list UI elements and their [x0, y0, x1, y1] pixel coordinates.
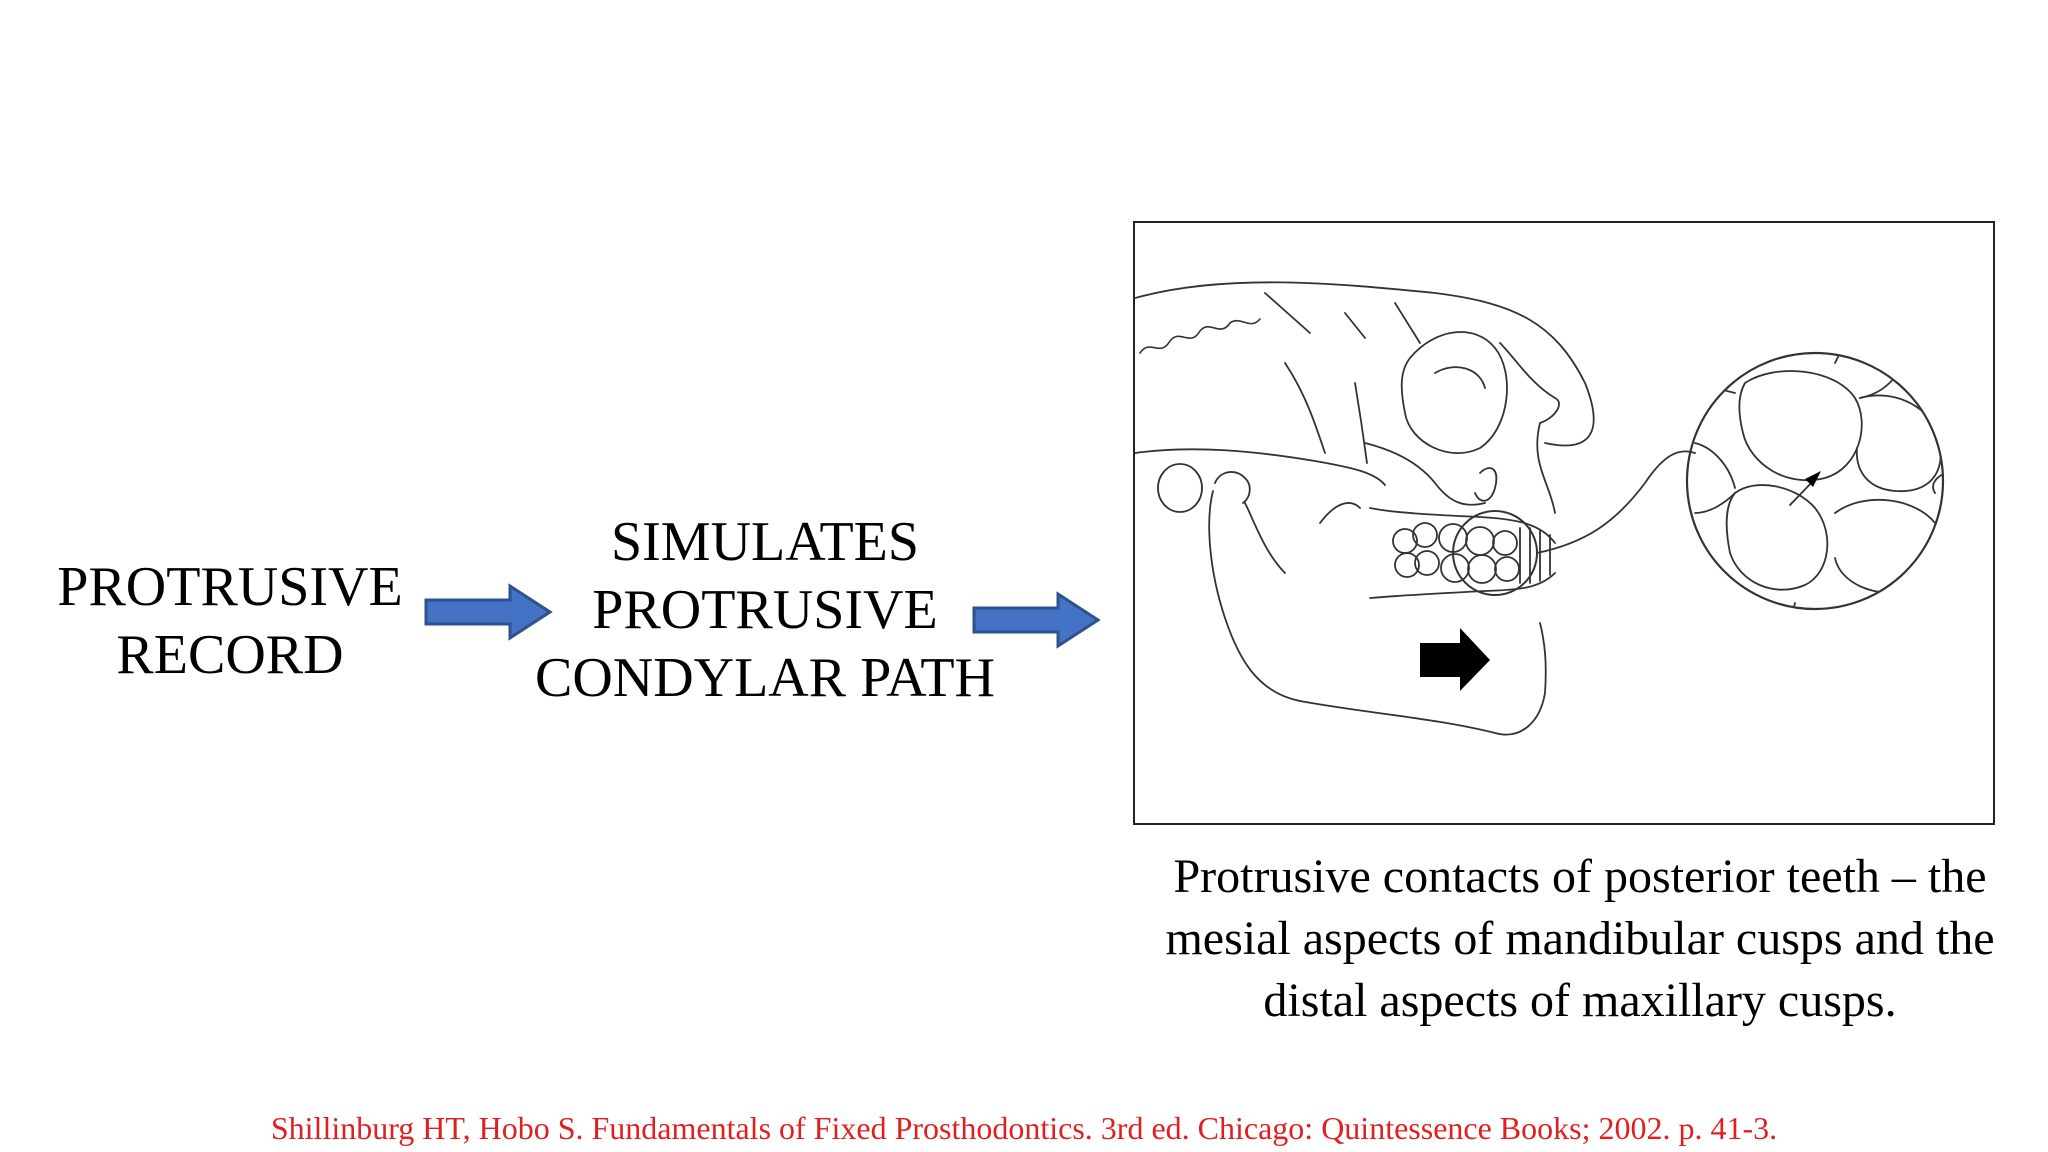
protrusion-direction-arrow-icon — [1420, 628, 1490, 691]
flow-arrow-1-icon — [424, 583, 553, 641]
orbit — [1400, 331, 1508, 454]
mandible-ramus — [1208, 490, 1301, 702]
caption-line-1: Protrusive contacts of posterior teeth –… — [1173, 850, 1987, 903]
step2-line-3: CONDYLAR PATH — [534, 647, 995, 709]
skull-protrusion-illustration — [1135, 281, 1945, 736]
step1-line-1: PROTRUSIVE — [57, 556, 403, 618]
cranial-suture — [1139, 318, 1261, 354]
coronoid-process — [1319, 502, 1361, 524]
step1-line-2: RECORD — [116, 624, 344, 686]
orbit-inner — [1434, 366, 1486, 389]
zygomatic-arch — [1135, 448, 1386, 486]
nasal-bone — [1499, 342, 1560, 514]
step2-line-2: PROTRUSIVE — [592, 579, 938, 641]
maxilla-line — [1369, 507, 1556, 544]
ear-canal — [1157, 463, 1203, 513]
cranial-line — [1264, 292, 1421, 344]
nasal-cavity — [1474, 467, 1498, 502]
magnified-cusps — [1694, 354, 1942, 608]
citation-reference: Shillinburg HT, Hobo S. Fundamentals of … — [270, 1110, 1778, 1146]
cheek-bone — [1364, 442, 1486, 506]
teeth-cluster — [1392, 522, 1551, 584]
mandible-alveolar-line — [1369, 572, 1556, 599]
mandible-inner-ramus — [1244, 502, 1286, 574]
skull-illustration-frame — [1133, 221, 1995, 825]
caption-line-3: distal aspects of maxillary cusps. — [1263, 974, 1897, 1027]
contact-zoom-circle — [1452, 510, 1538, 596]
step-protrusive-record: PROTRUSIVE RECORD — [40, 553, 420, 689]
magnified-cusp-circle — [1685, 351, 1945, 611]
step-simulates-condylar-path: SIMULATES PROTRUSIVE CONDYLAR PATH — [520, 508, 1010, 712]
figure-caption: Protrusive contacts of posterior teeth –… — [1130, 846, 2030, 1032]
sphenoid-line — [1354, 382, 1368, 464]
flow-arrow-2-icon — [972, 591, 1101, 649]
mandible-body — [1299, 622, 1547, 736]
step2-line-1: SIMULATES — [610, 511, 920, 573]
temporal-line — [1284, 362, 1326, 454]
caption-line-2: mesial aspects of mandibular cusps and t… — [1165, 912, 1995, 965]
condyle — [1214, 471, 1251, 504]
cranium-outline — [1135, 281, 1595, 447]
cusp-contact-arrowhead — [1805, 471, 1821, 487]
zoom-connector-line — [1536, 450, 1696, 554]
